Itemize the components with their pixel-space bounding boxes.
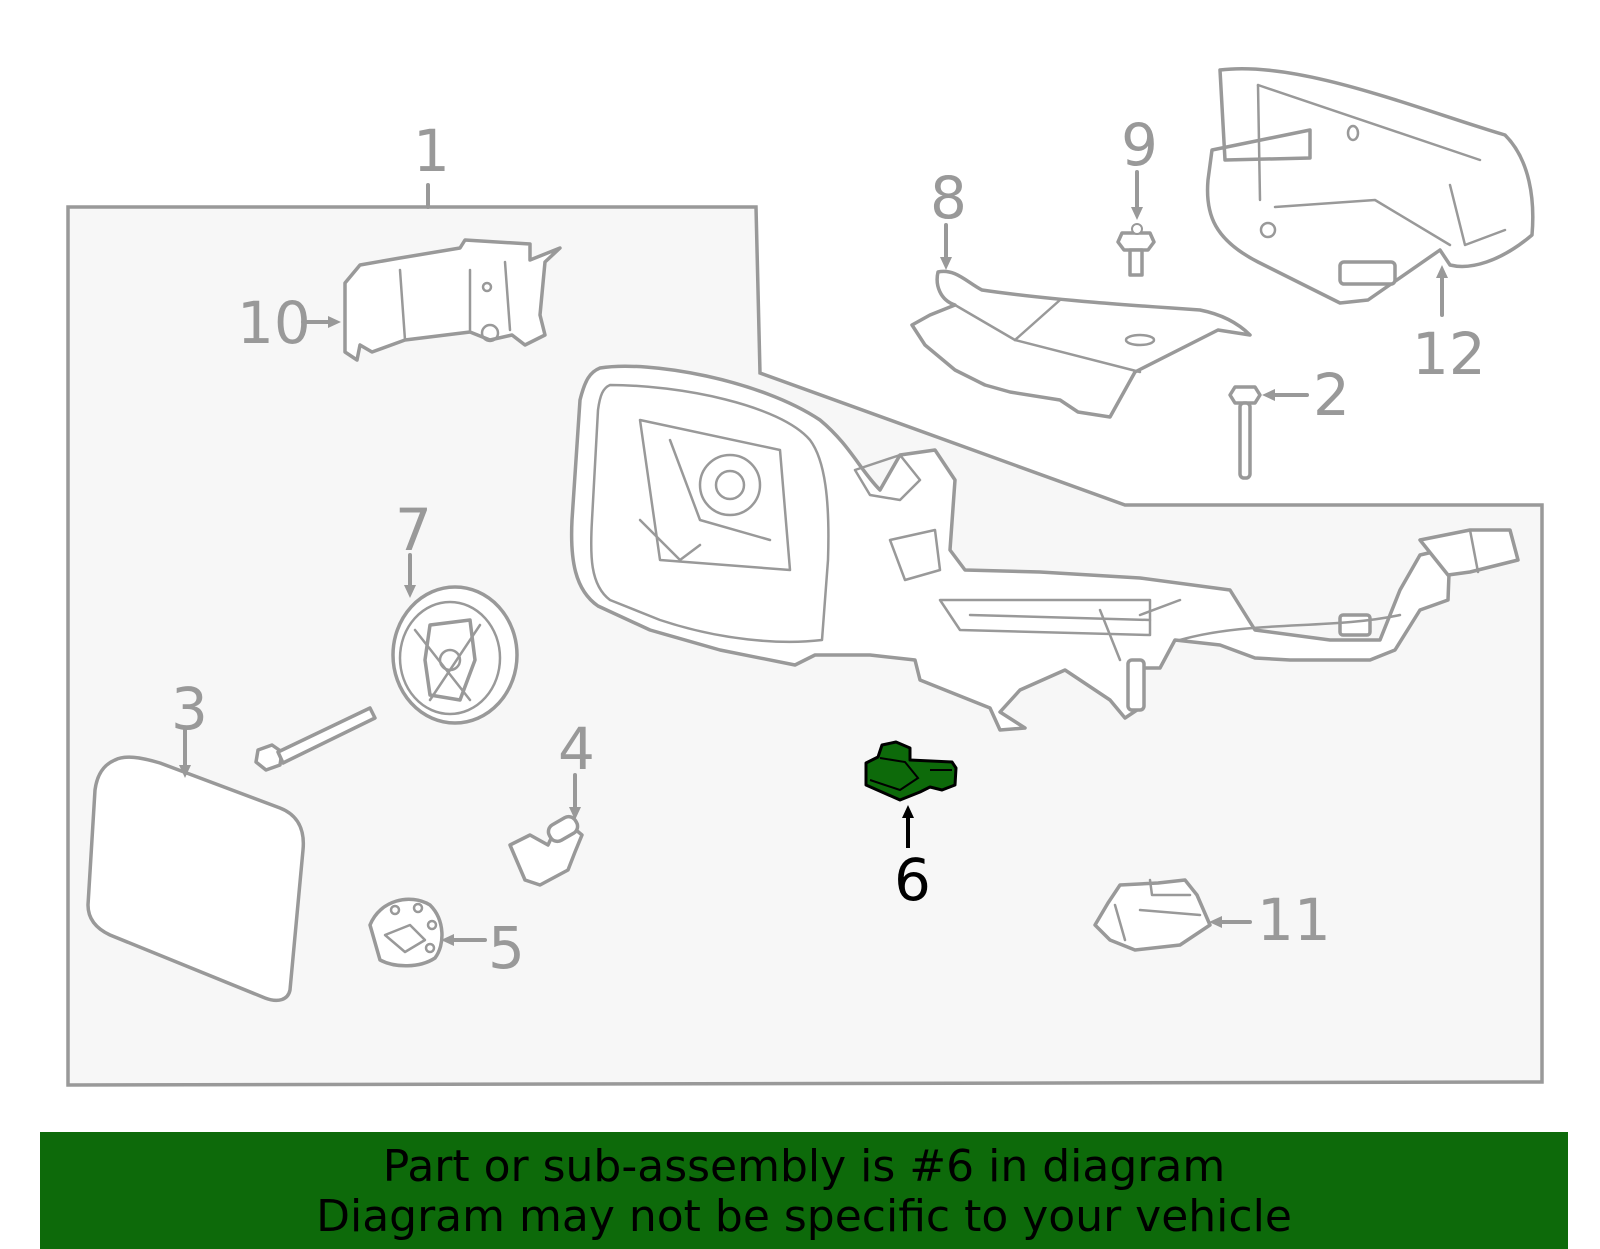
- callout-6: 6: [894, 846, 931, 914]
- callout-1: 1: [413, 117, 450, 185]
- clip-part-4[interactable]: [508, 814, 584, 887]
- mirror-housing-part-1[interactable]: [569, 364, 1520, 732]
- screw-part-9[interactable]: [1116, 223, 1156, 277]
- pad-part-5[interactable]: [368, 897, 444, 968]
- callout-8: 8: [930, 164, 967, 232]
- mirror-glass-part-3[interactable]: [86, 755, 306, 1003]
- callout-9: 9: [1121, 111, 1158, 179]
- motor-part-7[interactable]: [391, 585, 519, 725]
- callout-11: 11: [1257, 886, 1331, 954]
- banner-line-2: Diagram may not be specific to your vehi…: [316, 1191, 1292, 1242]
- bracket-part-8[interactable]: [910, 269, 1252, 419]
- sensor-part-6[interactable]: [864, 740, 958, 802]
- callout-10: 10: [237, 289, 311, 357]
- lamp-part-11[interactable]: [1093, 878, 1212, 952]
- callout-2: 2: [1313, 361, 1350, 429]
- callout-12: 12: [1412, 320, 1486, 388]
- callout-4: 4: [558, 715, 595, 783]
- callout-3: 3: [171, 675, 208, 743]
- callout-5: 5: [488, 914, 525, 982]
- mirror-cover-part-12[interactable]: [1205, 67, 1535, 305]
- banner-line-1: Part or sub-assembly is #6 in diagram: [382, 1141, 1226, 1192]
- callout-7: 7: [395, 496, 432, 564]
- info-banner: Part or sub-assembly is #6 in diagram Di…: [40, 1132, 1568, 1249]
- screw[interactable]: [254, 706, 377, 772]
- mount-part-10[interactable]: [343, 238, 562, 362]
- bolt-part-2[interactable]: [1228, 385, 1262, 480]
